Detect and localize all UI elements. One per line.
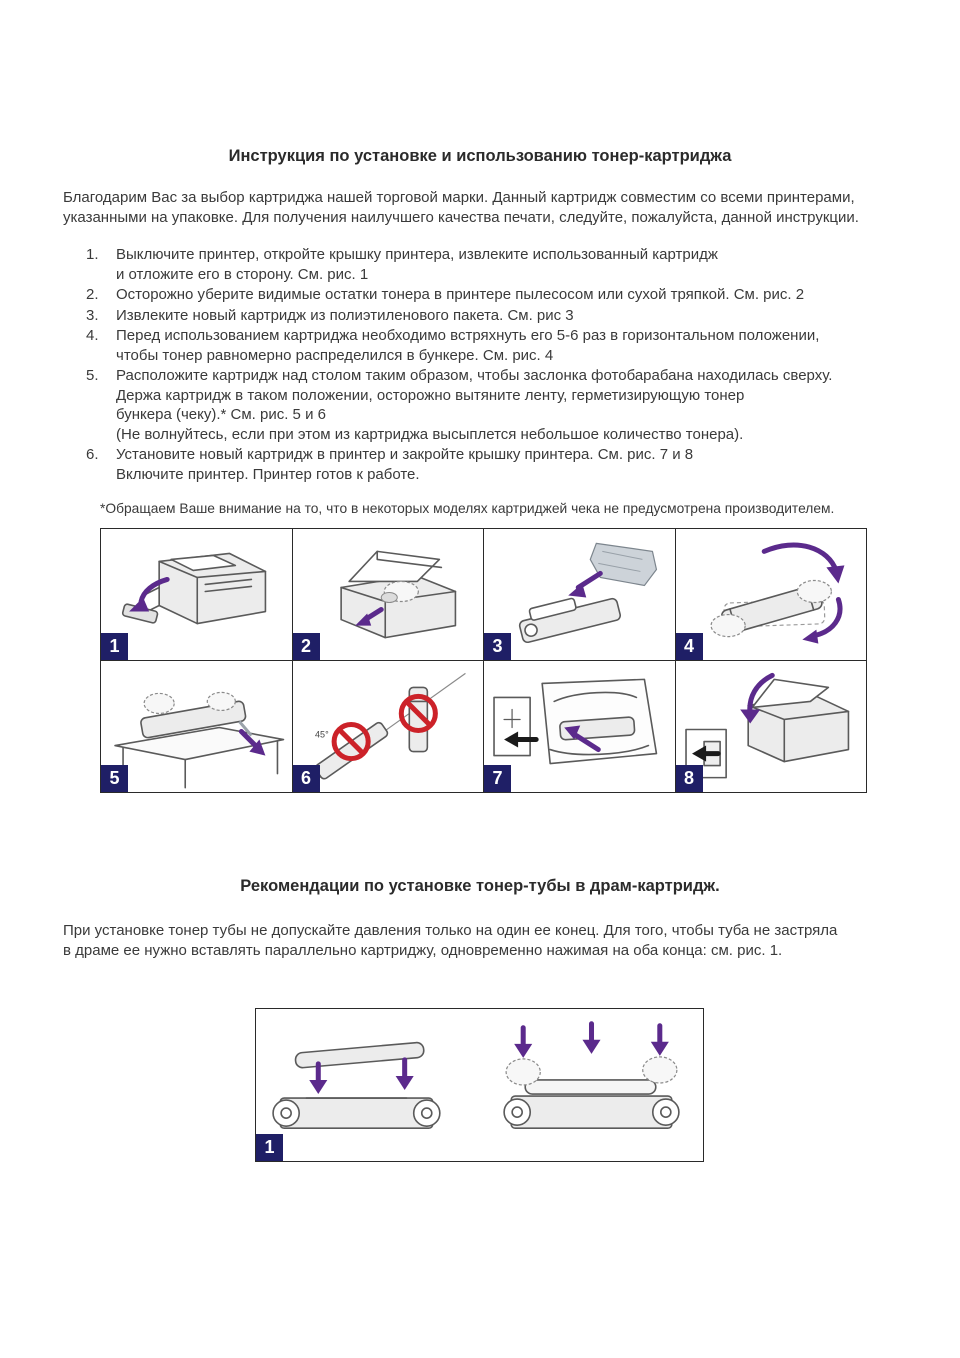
wrong-angle-illustration: 45° — [310, 672, 466, 785]
purple-arrow-icon — [573, 733, 601, 753]
insert-cartridge-illustration — [493, 678, 658, 765]
step-text: Выключите принтер, откройте крышку принт… — [116, 246, 718, 283]
hand-icon — [143, 692, 175, 715]
instruction-steps-list: 1. Выключите принтер, откройте крышку пр… — [86, 245, 918, 485]
plastic-bag-icon — [589, 542, 658, 587]
purple-curved-arrow-icon — [761, 542, 839, 574]
hand-icon — [796, 579, 832, 604]
cartridge-sketch — [518, 597, 622, 644]
figure-number-badge: 8 — [675, 765, 703, 792]
hand-icon — [709, 613, 746, 638]
footnote-text: *Обращаем Ваше внимание на то, что в нек… — [100, 501, 835, 516]
step-number: 6. — [86, 446, 99, 463]
prohibition-sign-icon — [398, 693, 438, 734]
figure-panel-8: 8 — [675, 661, 867, 793]
figure-grid-row-1: 1 2 — [100, 528, 867, 661]
close-cover-illustration — [684, 672, 849, 779]
pull-tape-illustration — [114, 691, 285, 789]
hand-icon — [505, 1058, 541, 1086]
step-text: Расположите картридж над столом таким об… — [116, 367, 833, 443]
printer-remove-cartridge-illustration — [121, 552, 267, 625]
drum-cartridge-sketch — [272, 1097, 441, 1129]
figure-number-badge: 1 — [101, 633, 128, 660]
figure-panel-3: 3 — [484, 529, 676, 661]
step-number: 1. — [86, 246, 99, 263]
hand-icon — [642, 1056, 678, 1084]
list-item: 5. Расположите картридж над столом таким… — [86, 366, 918, 444]
table-sketch — [114, 726, 285, 789]
hand-icon — [206, 691, 236, 712]
figure-panel-2: 2 — [292, 529, 484, 661]
sealing-tape-icon — [238, 720, 253, 737]
step-text: Установите новый картридж в принтер и за… — [116, 446, 694, 483]
step-text: Перед использованием картриджа необходим… — [116, 327, 820, 364]
document-title: Инструкция по установке и использованию … — [228, 147, 732, 165]
figure-number-badge: 7 — [484, 765, 511, 792]
figure-grid-row-2: 5 45° — [100, 660, 867, 793]
toner-tube-sketch — [294, 1041, 425, 1069]
purple-curved-arrow-icon — [811, 597, 842, 639]
step-text: Осторожно уберите видимые остатки тонера… — [116, 286, 805, 303]
printer-sketch — [746, 678, 849, 763]
toner-tube-install-illustration — [272, 1021, 680, 1129]
figure-number-badge: 2 — [292, 633, 320, 660]
cloth-icon — [380, 591, 398, 604]
detail-inset-sketch — [493, 696, 531, 757]
figure-number-badge: 6 — [292, 765, 320, 792]
list-item: 6. Установите новый картридж в принтер и… — [86, 445, 918, 484]
printer-sketch — [121, 552, 267, 625]
cartridge-unpack-illustration — [518, 542, 658, 644]
figure-panel-1: 1 — [101, 529, 293, 661]
intro-paragraph: Благодарим Вас за выбор картриджа нашей … — [63, 189, 859, 226]
prohibition-sign-icon — [331, 721, 371, 762]
step-number: 5. — [86, 367, 99, 384]
figure-number-badge: 1 — [256, 1134, 283, 1161]
section2-paragraph: При установке тонер тубы не допускайте д… — [63, 922, 838, 959]
list-item: 2. Осторожно уберите видимые остатки тон… — [86, 285, 918, 305]
figure-number-badge: 5 — [101, 765, 128, 792]
list-item: 1. Выключите принтер, откройте крышку пр… — [86, 245, 918, 284]
figure-number-badge: 4 — [675, 633, 703, 660]
figure-number-badge: 3 — [484, 633, 511, 660]
purple-arrow-icon — [238, 729, 258, 749]
printer-cleaning-illustration — [339, 550, 456, 639]
step-number: 3. — [86, 306, 99, 324]
step-text: Извлеките новый картридж из полиэтиленов… — [116, 306, 574, 324]
figure-panel-7: 7 — [484, 661, 676, 793]
figure-panel-drum: 1 — [255, 1008, 704, 1162]
section2-title: Рекомендации по установке тонер-тубы в д… — [240, 877, 720, 895]
figure-panel-5: 5 — [101, 661, 293, 793]
figure-panel-6: 45° 6 — [292, 661, 484, 793]
figure-panel-4: 4 — [675, 529, 867, 661]
angle-label: 45° — [315, 730, 329, 740]
list-item: 3. Извлеките новый картридж из полиэтиле… — [86, 306, 918, 326]
drum-cartridge-sketch — [503, 1079, 680, 1129]
step-number: 4. — [86, 327, 99, 344]
list-item: 4. Перед использованием картриджа необхо… — [86, 326, 918, 365]
step-number: 2. — [86, 286, 99, 303]
cartridge-shake-illustration — [709, 542, 844, 644]
